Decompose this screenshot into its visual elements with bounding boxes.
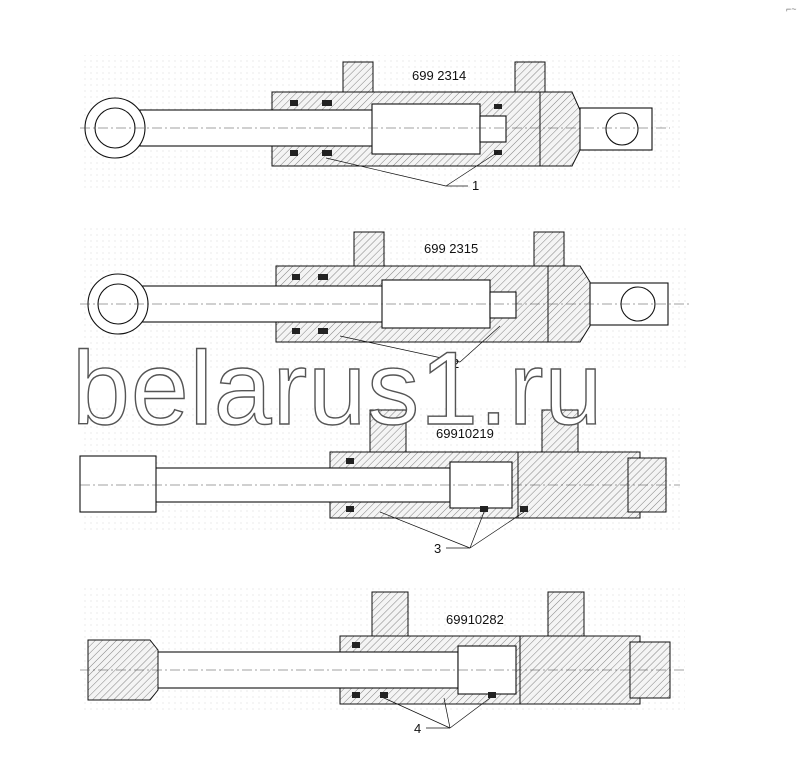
cylinder-1: 699 2314 1 bbox=[80, 55, 680, 193]
cylinder-4-part-number: 69910282 bbox=[446, 612, 504, 627]
cylinder-2-part-number: 699 2315 bbox=[424, 241, 478, 256]
cylinder-2-seal bbox=[318, 274, 328, 280]
cylinder-3-leader bbox=[469, 511, 485, 549]
cylinder-1-seal bbox=[494, 104, 502, 109]
cylinder-4-port-right bbox=[547, 591, 585, 637]
cylinder-2: 699 2315 2 bbox=[80, 228, 690, 371]
cylinder-1-leader bbox=[445, 151, 499, 187]
cylinder-3-leader bbox=[379, 511, 471, 549]
cylinder-4-seal bbox=[380, 692, 388, 698]
cylinder-3: 69910219 3 bbox=[79, 408, 680, 556]
corner-mark: ⌐~ bbox=[786, 4, 797, 14]
cylinder-2-seal bbox=[318, 328, 328, 334]
cylinder-4-seal bbox=[352, 642, 360, 648]
cylinder-3-seal bbox=[346, 506, 354, 512]
cylinder-4-seal bbox=[488, 692, 496, 698]
cylinder-3-leader bbox=[469, 511, 525, 549]
cylinder-4-leader bbox=[449, 697, 491, 729]
cylinder-4-callout: 4 bbox=[414, 721, 421, 736]
cylinder-2-port-left bbox=[353, 231, 385, 267]
cylinder-2-callout: 2 bbox=[452, 356, 459, 371]
cylinder-1-clevis-bore bbox=[605, 112, 639, 146]
cylinder-2-leader bbox=[339, 335, 461, 363]
cylinder-2-seal bbox=[292, 328, 300, 334]
cylinder-1-seal bbox=[494, 150, 502, 155]
cylinder-4-leader bbox=[443, 697, 451, 729]
cylinder-1-port-right bbox=[514, 61, 546, 93]
cylinder-1-callout: 1 bbox=[472, 178, 479, 193]
cylinder-4: 69910282 4 bbox=[80, 588, 685, 736]
cylinder-2-piston-nut bbox=[489, 291, 517, 319]
cylinder-2-leader bbox=[459, 325, 501, 363]
cylinder-4-leader bbox=[383, 697, 451, 729]
cylinder-3-seal bbox=[346, 458, 354, 464]
cylinder-1-head-cap bbox=[539, 91, 581, 167]
cylinder-1-clevis bbox=[579, 107, 653, 151]
cylinder-3-rod-end bbox=[79, 455, 157, 513]
cylinder-2-port-right bbox=[533, 231, 565, 267]
cylinder-3-seal bbox=[480, 506, 488, 512]
cylinder-1-seal bbox=[322, 100, 332, 106]
cylinder-3-callout: 3 bbox=[434, 541, 441, 556]
cylinder-1-leader bbox=[325, 157, 447, 187]
cylinder-2-seal bbox=[292, 274, 300, 280]
cylinder-3-seal bbox=[520, 506, 528, 512]
cylinder-3-part-number: 69910219 bbox=[436, 426, 494, 441]
cylinder-1-port-left bbox=[342, 61, 374, 93]
watermark: belarus1.ru bbox=[72, 331, 603, 447]
cylinder-3-port-left bbox=[369, 409, 407, 453]
cylinder-1-seal bbox=[322, 150, 332, 156]
cylinder-1-piston-nut bbox=[479, 115, 507, 143]
cylinder-1-part-number: 699 2314 bbox=[412, 68, 466, 83]
cylinder-4-seal bbox=[352, 692, 360, 698]
cylinder-1-seal bbox=[290, 100, 298, 106]
cylinder-1-piston bbox=[371, 103, 481, 155]
cylinder-3-port-right bbox=[541, 409, 579, 453]
cylinder-4-port-left bbox=[371, 591, 409, 637]
cylinder-1-seal bbox=[290, 150, 298, 156]
